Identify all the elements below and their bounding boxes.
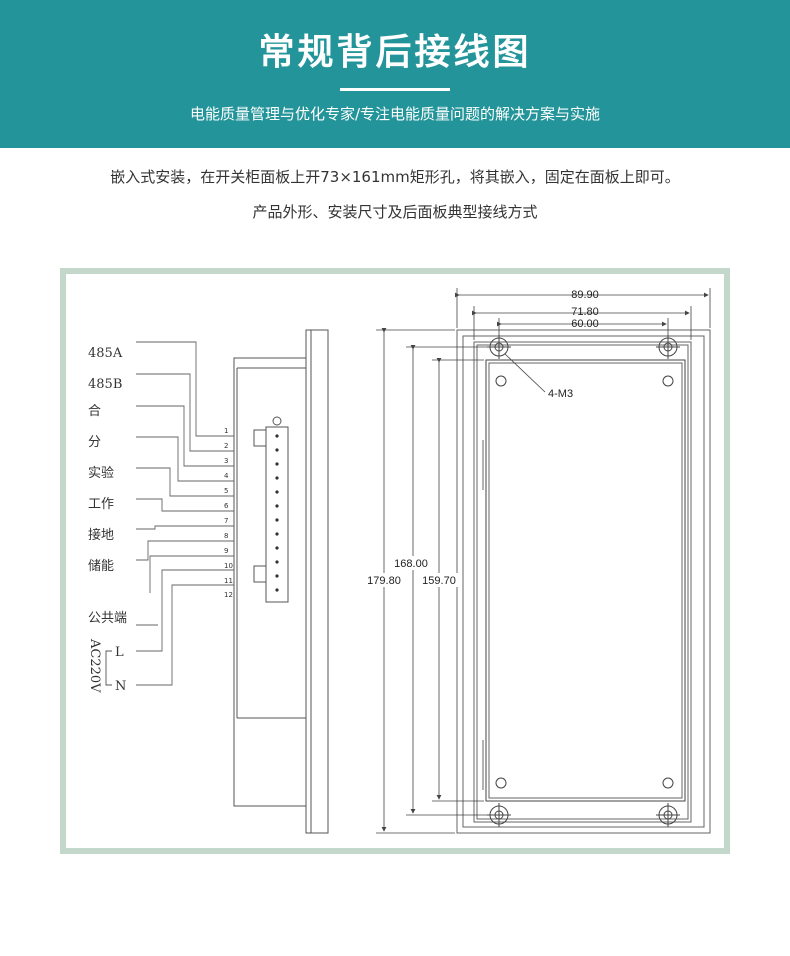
pin-number: 2 <box>224 442 228 450</box>
ac220v-group: AC220V L N <box>87 638 126 694</box>
terminal-screw <box>275 504 279 508</box>
screw-icon <box>662 777 674 789</box>
pin-number: 8 <box>224 532 228 540</box>
side-view <box>233 329 329 834</box>
hole-icon <box>656 803 680 827</box>
diagram-caption: 产品外形、安装尺寸及后面板典型接线方式 <box>252 203 538 221</box>
line-label: L <box>115 645 124 660</box>
hole-callout: 4-M3 <box>548 388 573 400</box>
terminal-screw <box>275 546 279 550</box>
pin-number: 4 <box>224 472 229 480</box>
terminal-label-ground: 接地 <box>88 527 114 543</box>
pin-number: 3 <box>224 457 228 465</box>
height-dimensions <box>376 328 490 834</box>
terminal-label-485a: 485A <box>88 346 123 361</box>
pin-number: 1 <box>224 427 228 435</box>
ac220v-label: AC220V <box>87 638 102 693</box>
dimension-width-total: 89.90 <box>571 289 599 301</box>
terminal-labels: 485A 485B 合 分 实验 工作 接地 储能 公共端 <box>88 346 127 626</box>
dim-label-bg <box>390 556 434 570</box>
terminal-label-close: 合 <box>88 404 101 419</box>
width-dimensions <box>455 288 711 340</box>
dimension-height-holes: 168.00 <box>394 558 428 570</box>
hole-callout-leader <box>504 353 546 393</box>
terminal-label-open: 分 <box>88 435 101 450</box>
dim-label-bg <box>418 573 460 587</box>
front-view <box>456 329 711 834</box>
dimension-height-window: 159.70 <box>422 575 456 587</box>
pin-number: 6 <box>224 502 229 510</box>
terminal-screw <box>275 532 279 536</box>
terminal-label-485b: 485B <box>88 377 122 392</box>
neutral-label: N <box>115 679 126 694</box>
mounting-holes <box>487 335 680 827</box>
screw-icon <box>495 777 507 789</box>
hole-icon <box>656 335 680 359</box>
dim-label-bg <box>362 573 406 587</box>
pin-numbers: 1 2 3 4 5 6 7 8 9 10 11 12 <box>224 427 233 599</box>
install-description: 嵌入式安装，在开关柜面板上开73×161mm矩形孔，将其嵌入，固定在面板上即可。 <box>110 168 680 186</box>
terminal-label-common: 公共端 <box>88 611 127 626</box>
terminal-screw <box>275 574 279 578</box>
pin-number: 12 <box>224 591 233 599</box>
terminal-screw <box>275 560 279 564</box>
dimension-width-holes: 60.00 <box>571 318 599 330</box>
pin-number: 11 <box>224 577 233 585</box>
terminal-label-test: 实验 <box>88 465 114 481</box>
terminal-screws <box>275 434 279 592</box>
terminal-screw <box>275 490 279 494</box>
terminal-screw <box>275 434 279 438</box>
terminal-screw <box>275 518 279 522</box>
terminal-screw <box>275 462 279 466</box>
header-banner: 常规背后接线图 电能质量管理与优化专家/专注电能质量问题的解决方案与实施 <box>0 0 790 148</box>
dimension-height-total: 179.80 <box>367 575 401 587</box>
wiring-lines <box>136 341 234 686</box>
terminal-label-energy-storage: 储能 <box>88 559 114 574</box>
screw-icon <box>662 375 674 387</box>
pin-number: 9 <box>224 547 228 555</box>
terminal-screw <box>275 588 279 592</box>
pin-number: 10 <box>224 562 233 570</box>
page-title: 常规背后接线图 <box>258 32 532 73</box>
pin-number: 7 <box>224 517 228 525</box>
terminal-label-work: 工作 <box>88 497 114 512</box>
terminal-screw <box>275 476 279 480</box>
page-subtitle: 电能质量管理与优化专家/专注电能质量问题的解决方案与实施 <box>189 105 601 123</box>
dimension-width-body: 71.80 <box>571 306 599 318</box>
screw-icon <box>495 375 507 387</box>
pin-number: 5 <box>224 487 228 495</box>
terminal-screw <box>275 448 279 452</box>
title-underline <box>340 88 450 91</box>
